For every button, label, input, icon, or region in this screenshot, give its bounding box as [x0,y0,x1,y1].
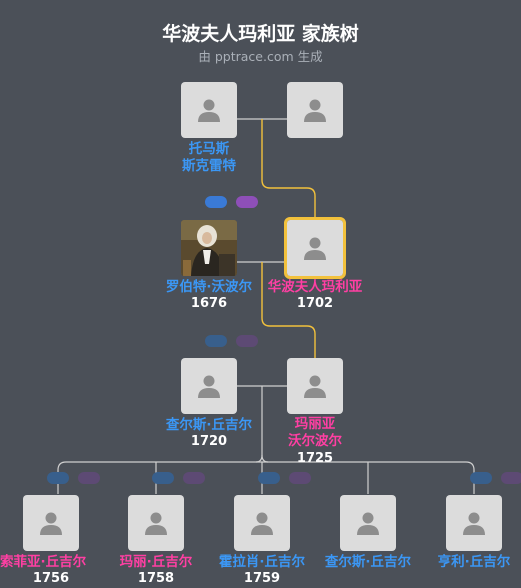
marriage-pill-husband[interactable] [47,472,69,484]
person-card-henry[interactable] [446,495,502,551]
person-silhouette-icon [304,237,326,260]
ancestor-path-top [261,119,316,219]
person-card-mary[interactable] [128,495,184,551]
portrait-photo [181,220,237,276]
person-name-maria-walpole[interactable]: 玛丽亚 沃尔波尔 [288,416,342,449]
person-silhouette-icon [304,99,326,122]
person-year-horatio: 1759 [243,571,281,586]
page-title: 华波夫人玛利亚 家族树 [162,23,359,45]
person-card-sophia[interactable] [23,495,79,551]
person-name-maria[interactable]: 华波夫人玛利亚 [267,279,363,295]
person-card-thomas[interactable] [181,82,237,138]
marriage-pill-wife[interactable] [236,335,258,347]
person-year-charles: 1720 [190,434,228,449]
children-bar [57,461,475,494]
person-year-mary: 1758 [137,571,175,586]
marriage-pill-husband[interactable] [258,472,280,484]
person-silhouette-icon [198,375,220,398]
marriage-pill-husband[interactable] [152,472,174,484]
ancestor-path-middle [261,262,316,358]
children-trunk-right [261,454,269,463]
person-card-maria[interactable] [284,217,346,279]
person-card-charles[interactable] [181,358,237,414]
person-card-maria-walpole[interactable] [287,358,343,414]
person-name-charles-2[interactable]: 查尔斯·丘吉尔 [324,554,412,570]
marriage-pill-wife[interactable] [501,472,521,484]
person-name-horatio[interactable]: 霍拉肖·丘吉尔 [218,554,306,570]
person-silhouette-icon [251,512,273,535]
person-name-robert[interactable]: 罗伯特·沃波尔 [165,279,253,295]
person-name-charles[interactable]: 查尔斯·丘吉尔 [165,417,253,433]
person-silhouette-icon [40,512,62,535]
marriage-pill-husband[interactable] [205,196,227,208]
marriage-pill-wife[interactable] [236,196,258,208]
person-name-henry[interactable]: 亨利·丘吉尔 [437,554,511,570]
person-silhouette-icon [198,99,220,122]
person-card-charles-2[interactable] [340,495,396,551]
person-silhouette-icon [304,375,326,398]
person-card-robert[interactable] [181,220,237,276]
person-name-thomas[interactable]: 托马斯 斯克雷特 [182,141,236,174]
marriage-pill-husband[interactable] [205,335,227,347]
page-subtitle: 由 pptrace.com 生成 [198,49,323,64]
person-card-horatio[interactable] [234,495,290,551]
person-year-maria-walpole: 1725 [296,451,334,466]
person-year-maria: 1702 [296,296,334,311]
person-year-robert: 1676 [190,296,228,311]
marriage-pill-wife[interactable] [289,472,311,484]
marriage-pill-wife[interactable] [78,472,100,484]
person-name-sophia[interactable]: 索菲亚·丘吉尔 [0,554,87,570]
person-card-thomas-spouse[interactable] [287,82,343,138]
person-name-mary[interactable]: 玛丽·丘吉尔 [119,554,193,570]
marriage-pill-wife[interactable] [183,472,205,484]
marriage-pill-husband[interactable] [470,472,492,484]
person-year-sophia: 1756 [32,571,70,586]
person-silhouette-icon [145,512,167,535]
person-silhouette-icon [463,512,485,535]
person-silhouette-icon [357,512,379,535]
